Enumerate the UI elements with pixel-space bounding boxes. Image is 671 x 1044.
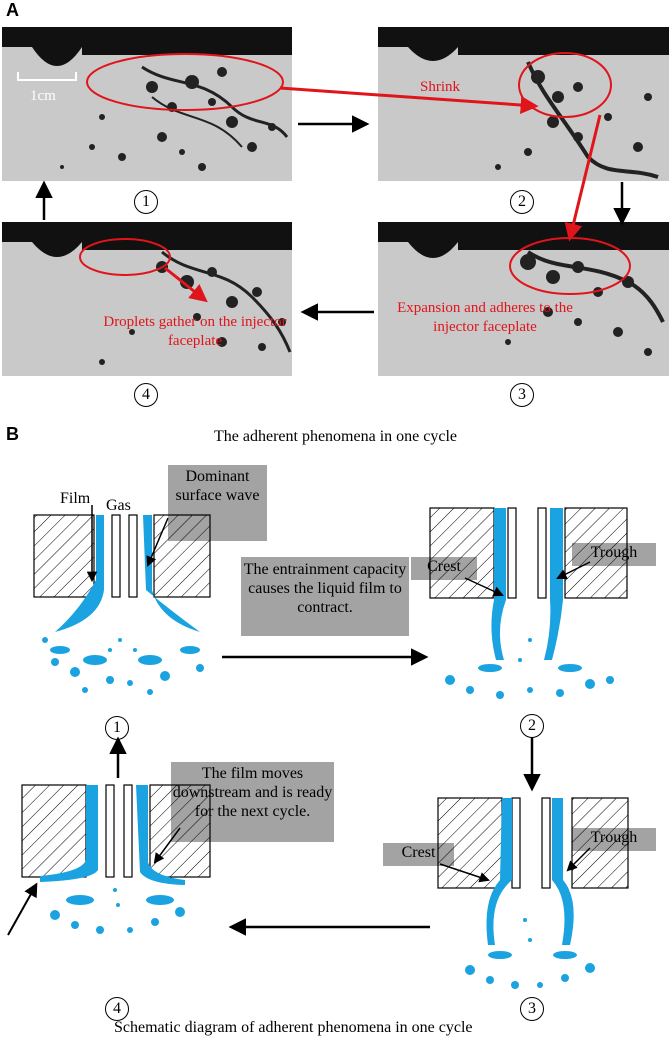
photo-step-3-number: 3 (510, 383, 534, 407)
panel-b-letter: B (6, 424, 19, 444)
trough-arrow-3 (566, 847, 591, 872)
film-moves-arrow (153, 827, 181, 864)
droplets-annotation: Droplets gather on the injector faceplat… (103, 314, 287, 349)
shrink-annotation: Shrink (420, 79, 461, 95)
expansion-annotation: Expansion and adheres to the injector fa… (397, 300, 573, 335)
spray-1 (42, 637, 204, 695)
panel-a-letter: A (6, 0, 19, 20)
photo-step-4-number: 4 (134, 383, 158, 407)
schematic-step-3 (437, 797, 629, 945)
panel-b-caption: Schematic diagram of adherent phenomena … (114, 1019, 473, 1036)
schematic-step-4-number: 4 (105, 997, 129, 1021)
red-arrow-droplets (164, 266, 208, 303)
ellipse-photo-2 (518, 52, 612, 118)
photo-step-1-number: 1 (134, 190, 158, 214)
spray-3 (465, 918, 595, 989)
photo-step-2-image (378, 27, 669, 179)
wave-arrow (146, 517, 169, 567)
schematic-step-2 (429, 507, 628, 660)
photo-step-4-image (2, 222, 292, 365)
ellipse-photo-3 (509, 237, 631, 295)
entrainment-box: The entrainment capacity causes the liqu… (241, 557, 409, 636)
red-arrow-shrink (279, 86, 539, 114)
faceplate-arrow (7, 882, 38, 936)
schematic-step-1 (33, 514, 211, 632)
ellipse-photo-4 (79, 238, 171, 276)
ellipse-photo-1 (86, 53, 284, 111)
scale-bar (17, 72, 77, 81)
gas-label: Gas (106, 497, 131, 514)
spray-4 (50, 888, 185, 934)
crest-arrow-3 (439, 863, 490, 883)
photo-step-4 (2, 222, 292, 376)
spray-2 (445, 638, 614, 699)
film-label: Film (60, 490, 91, 507)
panel-b-title: The adherent phenomena in one cycle (214, 428, 457, 445)
trough-arrow-2 (556, 561, 591, 579)
scale-bar-label: 1cm (30, 88, 56, 104)
crest-box-3: Crest (383, 843, 454, 866)
schematic-step-3-number: 3 (520, 997, 544, 1021)
crest-arrow-2 (464, 577, 504, 597)
schematic-step-4 (21, 784, 211, 885)
photo-step-2-number: 2 (510, 190, 534, 214)
red-arrow-expand (564, 114, 602, 242)
